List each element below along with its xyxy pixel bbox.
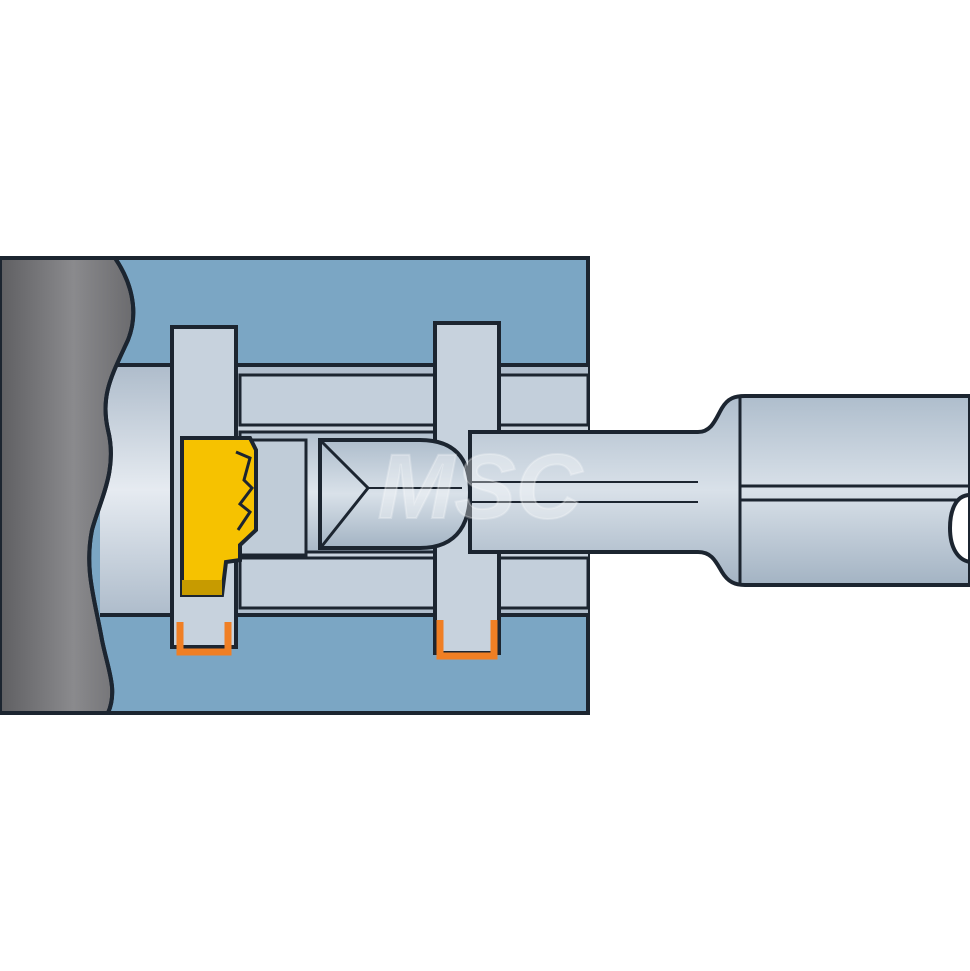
groove-left (176, 622, 232, 656)
bar-lower-band (238, 556, 590, 610)
watermark: MSC (378, 436, 584, 538)
shank-break-surface (87, 256, 136, 714)
tool-shaft (468, 394, 970, 587)
shaft-end-cutout (947, 492, 970, 565)
groove-right (436, 620, 498, 660)
insert-chipbreaker (235, 450, 254, 531)
bar-upper-band (238, 373, 590, 427)
insert-shadow (182, 580, 222, 595)
